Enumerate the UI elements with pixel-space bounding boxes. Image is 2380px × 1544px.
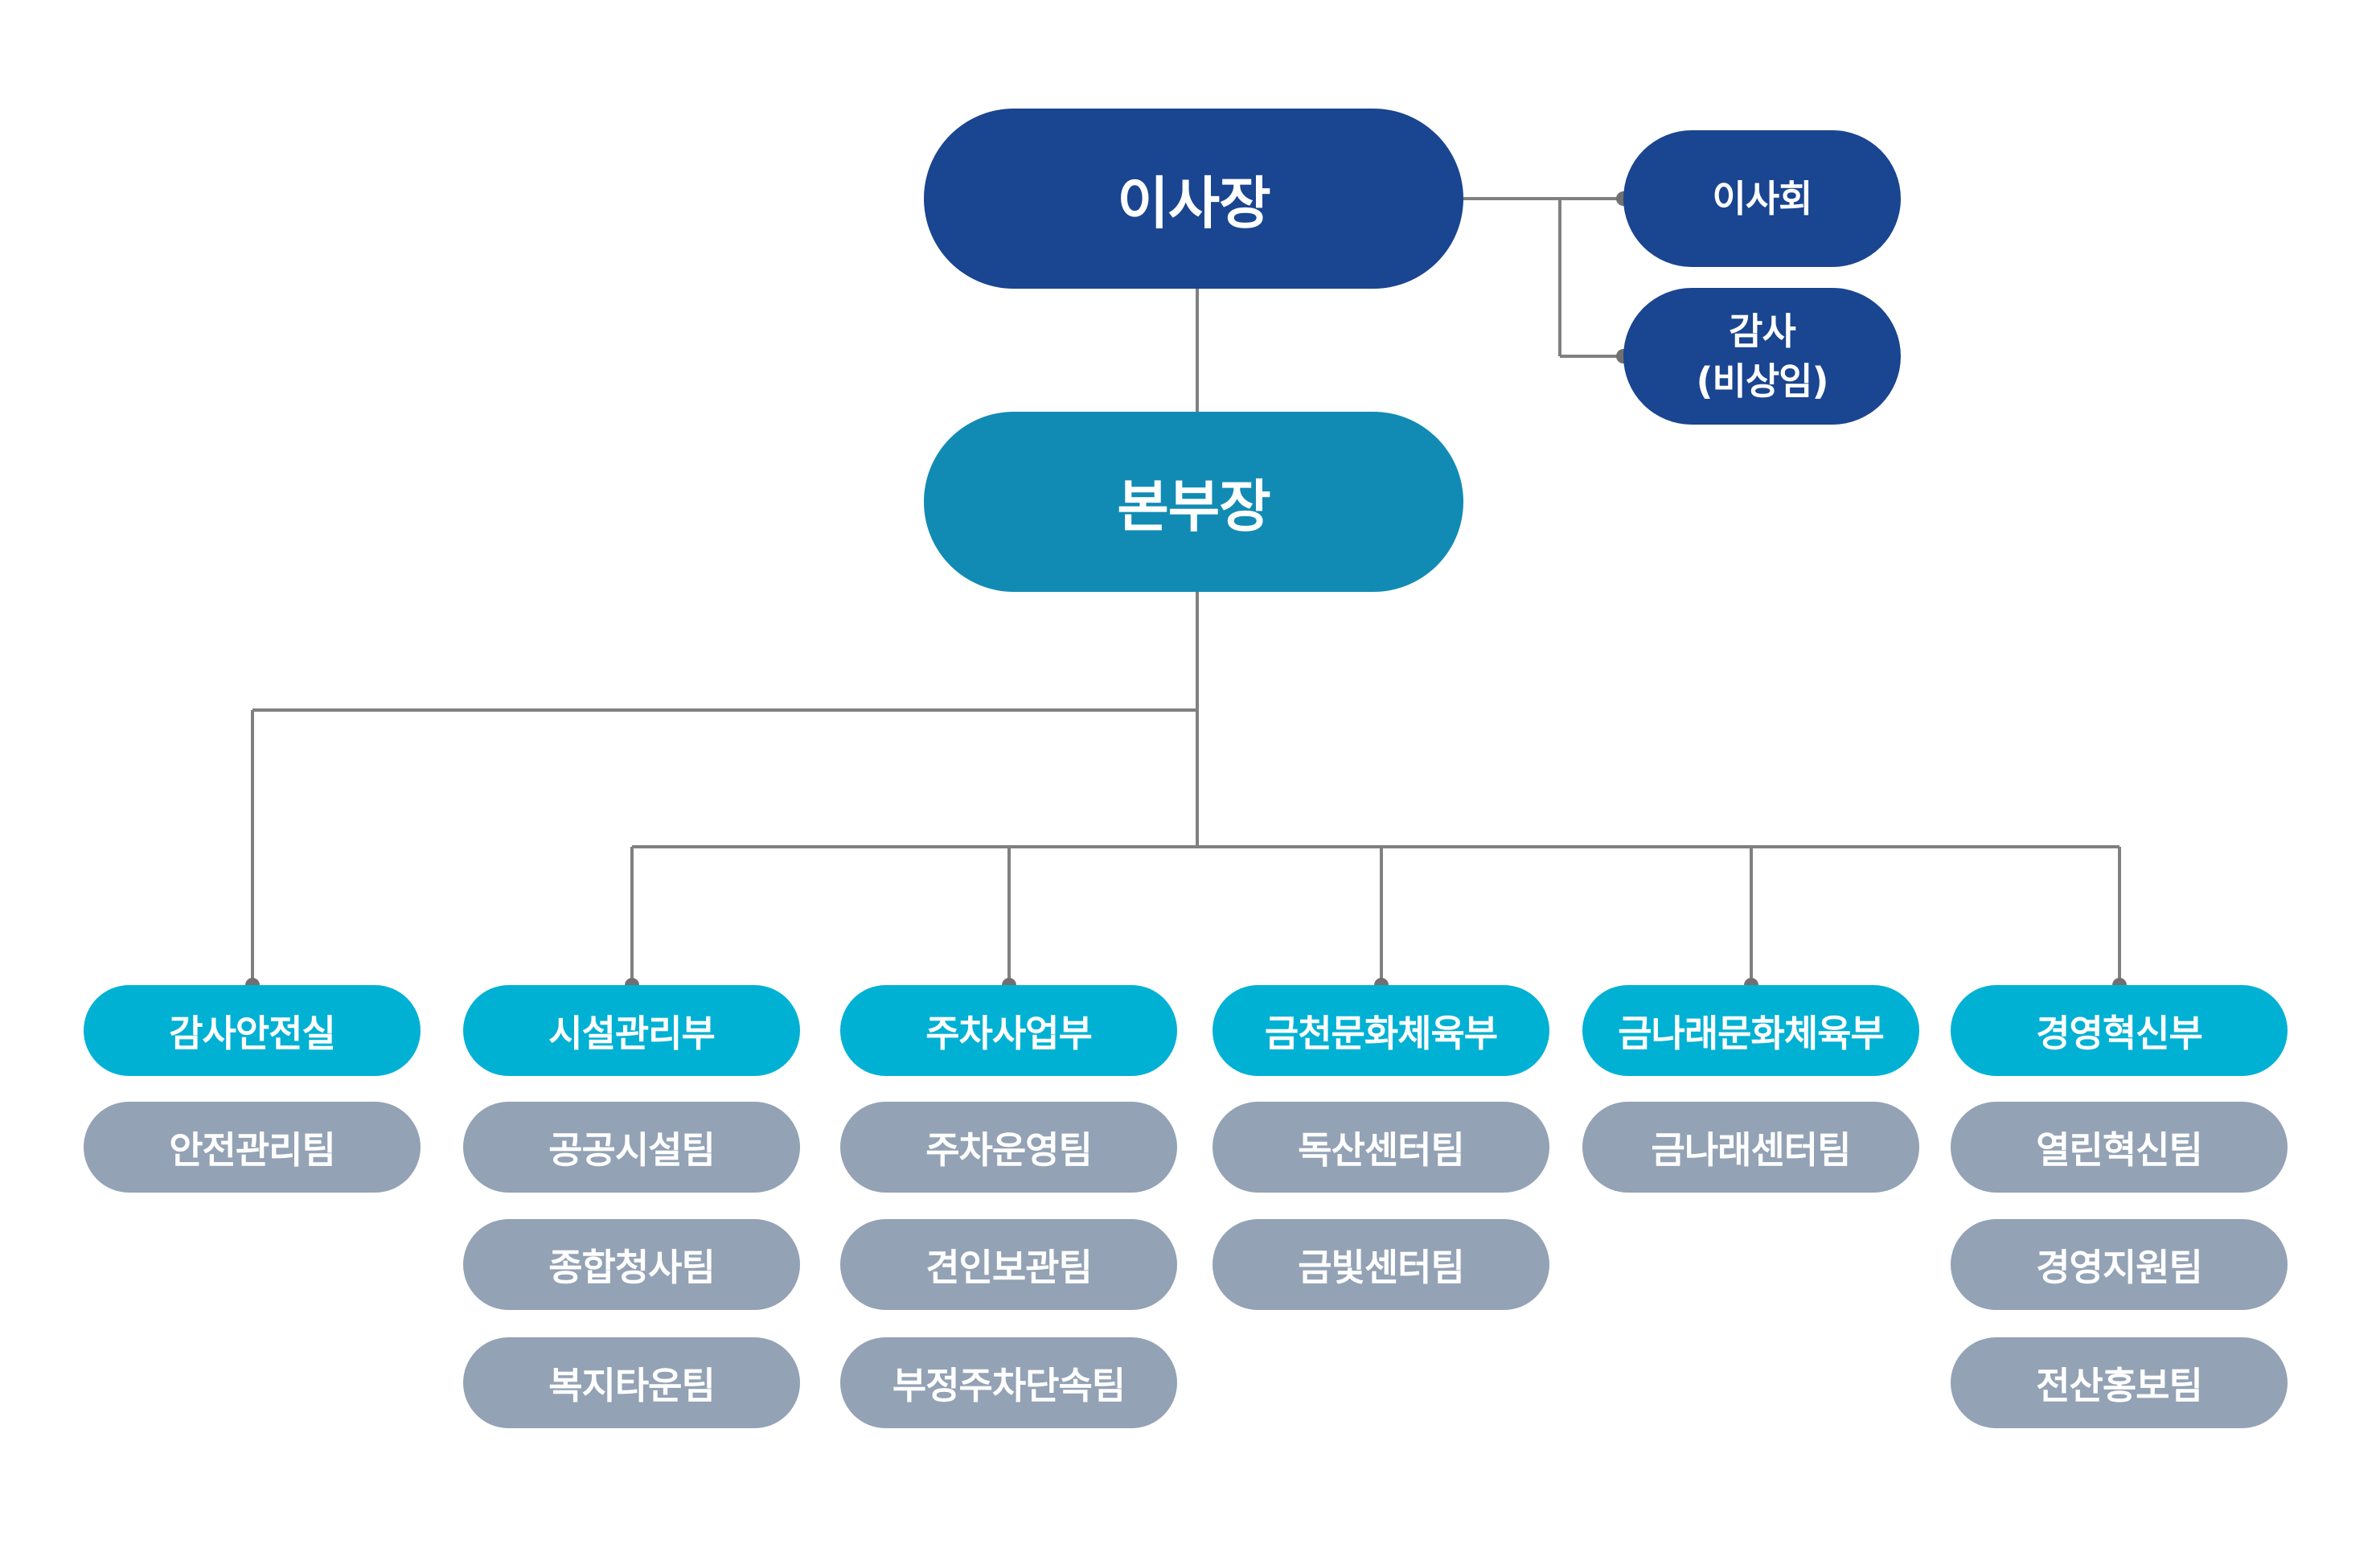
- team-safety-management: 안전관리팀: [84, 1102, 421, 1193]
- dept-label: 경영혁신부: [2036, 1011, 2203, 1055]
- team-label: 견인보관팀: [925, 1245, 1093, 1289]
- dept-geumcheon-culture-sports: 금천문화체육부: [1213, 985, 1549, 1076]
- team-label: 공공시설팀: [548, 1127, 716, 1172]
- team-label: 독산센터팀: [1298, 1127, 1465, 1172]
- board-label: 이사회: [1712, 177, 1813, 220]
- auditor-node: 감사 (비상임): [1623, 288, 1901, 425]
- team-doksan-center: 독산센터팀: [1213, 1102, 1549, 1193]
- team-parking-operation: 주차운영팀: [840, 1102, 1177, 1193]
- team-label: 금나래센터팀: [1651, 1127, 1852, 1172]
- team-label: 종합청사팀: [548, 1245, 716, 1289]
- team-label: 복지타운팀: [548, 1363, 716, 1407]
- team-geumbit-center: 금빛센터팀: [1213, 1219, 1549, 1310]
- team-label: 경영지원팀: [2036, 1245, 2203, 1289]
- team-label: 부정주차단속팀: [892, 1363, 1126, 1407]
- team-government-complex: 종합청사팀: [463, 1219, 800, 1310]
- hq-label: 본부장: [1117, 473, 1270, 540]
- team-parking-enforcement: 부정주차단속팀: [840, 1337, 1177, 1428]
- dept-parking: 주차사업부: [840, 985, 1177, 1076]
- team-it-pr: 전산홍보팀: [1951, 1337, 2288, 1428]
- team-management-support: 경영지원팀: [1951, 1219, 2288, 1310]
- team-geumnarae-center: 금나래센터팀: [1582, 1102, 1919, 1193]
- dept-label: 금나래문화체육부: [1618, 1011, 1885, 1055]
- dept-management-innovation: 경영혁신부: [1951, 985, 2288, 1076]
- chairman-label: 이사장: [1117, 170, 1270, 236]
- dept-label: 시설관리부: [548, 1011, 716, 1055]
- headquarters-director-node: 본부장: [924, 412, 1463, 592]
- team-label: 금빛센터팀: [1298, 1245, 1465, 1289]
- board-of-directors-node: 이사회: [1623, 130, 1901, 267]
- dept-geumnarae-culture-sports: 금나래문화체육부: [1582, 985, 1919, 1076]
- team-towing-storage: 견인보관팀: [840, 1219, 1177, 1310]
- team-welfare-town: 복지타운팀: [463, 1337, 800, 1428]
- dept-label: 감사안전실: [169, 1011, 336, 1055]
- chairman-node: 이사장: [924, 109, 1463, 289]
- team-open-innovation: 열린혁신팀: [1951, 1102, 2288, 1193]
- dept-label: 금천문화체육부: [1264, 1011, 1498, 1055]
- dept-label: 주차사업부: [925, 1011, 1093, 1055]
- auditor-label: 감사: [1729, 310, 1796, 353]
- team-label: 열린혁신팀: [2036, 1127, 2203, 1172]
- team-label: 안전관리팀: [169, 1127, 336, 1172]
- dept-audit-safety: 감사안전실: [84, 985, 421, 1076]
- team-label: 주차운영팀: [925, 1127, 1093, 1172]
- team-label: 전산홍보팀: [2036, 1363, 2203, 1407]
- team-public-facility: 공공시설팀: [463, 1102, 800, 1193]
- auditor-sublabel: (비상임): [1696, 359, 1828, 403]
- dept-facility: 시설관리부: [463, 985, 800, 1076]
